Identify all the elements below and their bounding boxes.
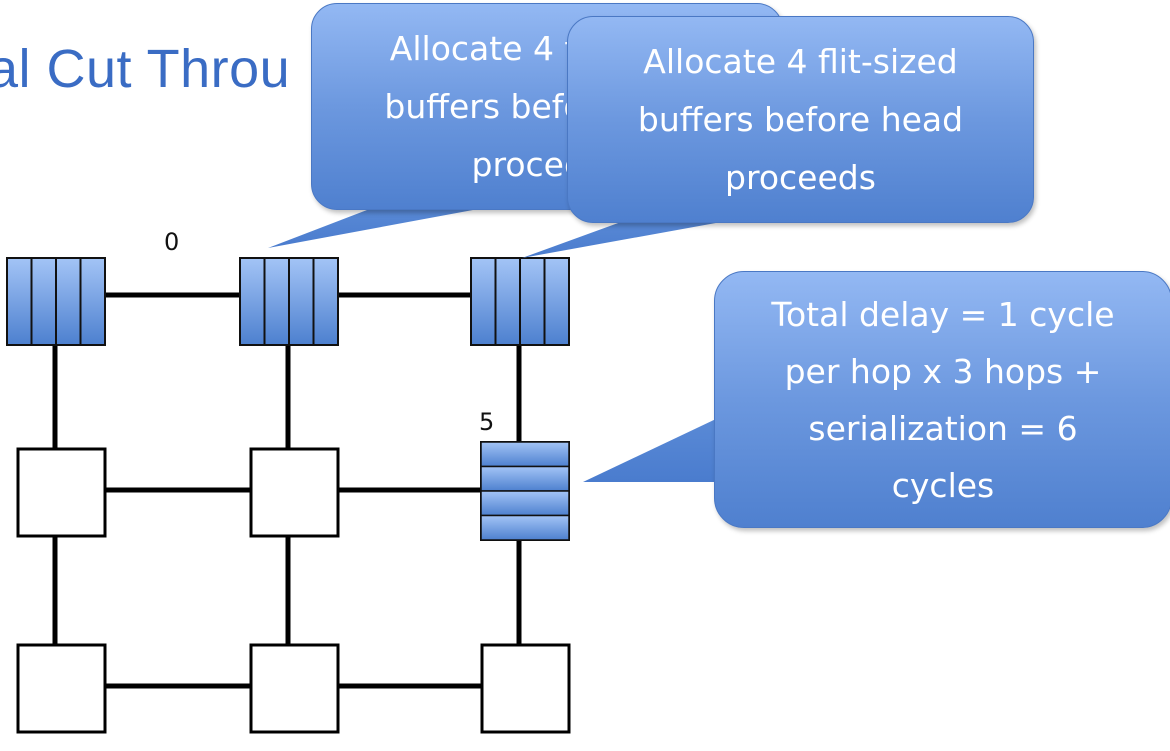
buffered-router-node-0 (6, 257, 106, 346)
flit-buffer-slot (480, 490, 570, 517)
router-node-6 (16, 643, 107, 734)
buffered-router-node-2 (470, 257, 570, 346)
router-node-7 (249, 643, 340, 734)
mesh-nodes (6, 257, 571, 734)
slide-title: al Cut Throu (0, 39, 291, 99)
flit-buffer-slot (480, 441, 570, 468)
callout-front: Allocate 4 flit-sized buffers before hea… (567, 16, 1034, 223)
node-label-5: 5 (479, 408, 495, 436)
flit-buffer-slot (480, 465, 570, 492)
callout-delay-text: Total delay = 1 cycle per hop x 3 hops +… (771, 294, 1115, 505)
buffered-router-node-5 (480, 441, 570, 541)
router-node-8 (480, 643, 571, 734)
buffered-router-node-1 (239, 257, 339, 346)
callout-front-text: Allocate 4 flit-sized buffers before hea… (637, 41, 964, 197)
callout-delay: Total delay = 1 cycle per hop x 3 hops +… (714, 271, 1170, 528)
node-label-0: 0 (164, 228, 180, 256)
router-node-3 (16, 447, 107, 538)
router-node-4 (249, 447, 340, 538)
flit-buffer-slot (480, 514, 570, 541)
